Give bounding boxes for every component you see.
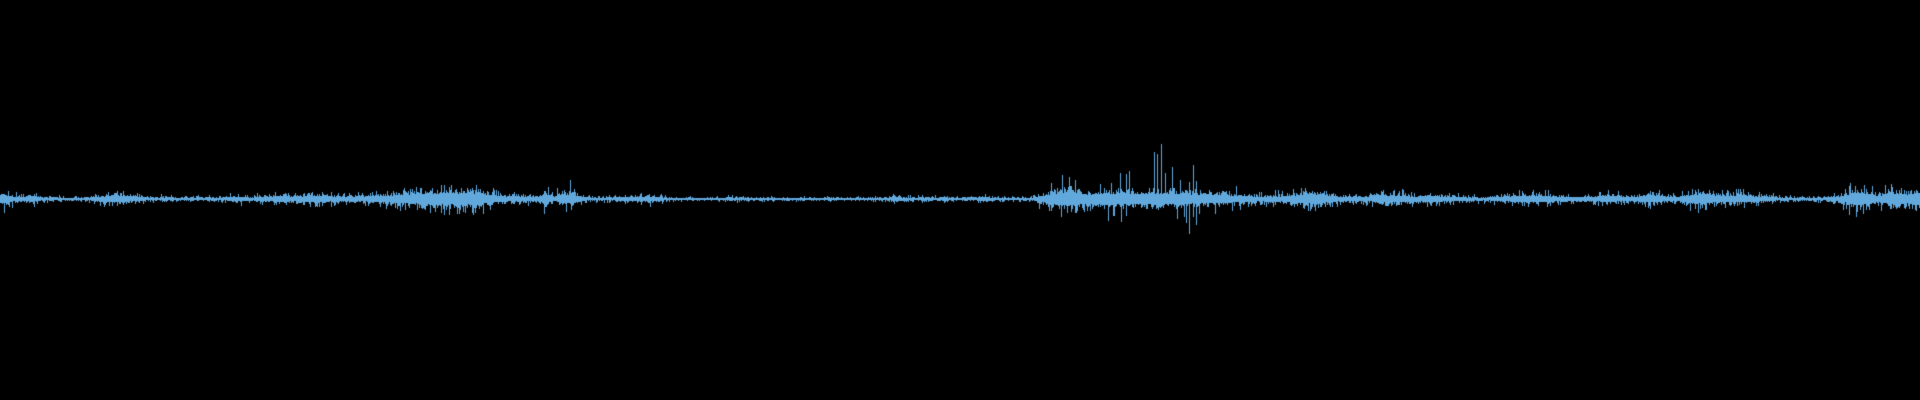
audio-waveform[interactable] (0, 0, 1920, 400)
waveform-panel (0, 0, 1920, 400)
